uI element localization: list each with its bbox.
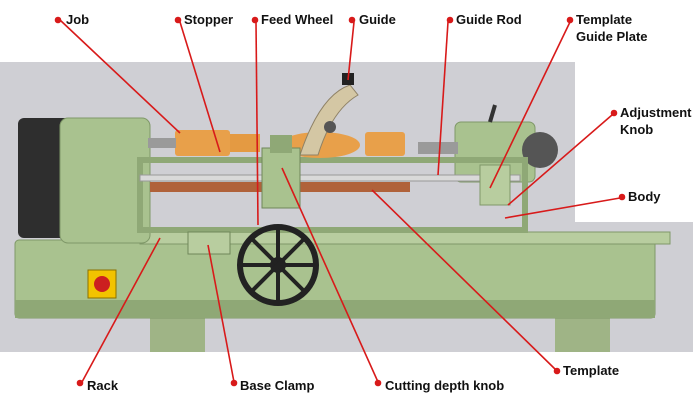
leader-dot [374,379,382,387]
leader-adjustment-knob [507,114,613,206]
leader-dot [610,109,618,117]
cutter-carriage [261,147,301,209]
label-body: Body [628,189,661,204]
tailstock-wheel [522,132,558,168]
feed-wheel-spoke [249,236,307,294]
headstock-green [59,117,151,244]
labels: Job Stopper Feed Wheel Guide Guide Rod T… [66,12,692,393]
photo [0,62,693,352]
leader-dot [54,16,62,24]
label-adjustment-knob-line1: Adjustment [620,105,692,120]
power-switch-icon [87,269,117,299]
leader-dot [566,16,574,24]
leader-base-clamp [207,244,235,383]
label-feed-wheel: Feed Wheel [261,12,333,27]
label-guide-rod: Guide Rod [456,12,522,27]
leader-lines [54,16,626,387]
job-segment-1 [175,130,230,156]
template-guide-plate [479,164,511,206]
label-stopper: Stopper [184,12,233,27]
headstock-spindle [148,138,176,148]
leader-dot [174,16,182,24]
leader-dot [76,379,84,387]
cutter-post [270,135,292,153]
handwheel-icon [237,224,319,306]
label-rack: Rack [87,378,119,393]
label-template-guide-plate-line2: Guide Plate [576,29,648,44]
job-segment-2 [230,134,260,152]
leader-cutting-depth-knob [281,167,379,383]
leader-template-guide-plate [489,21,571,189]
guide-roller [324,121,336,133]
switch-button [94,276,110,292]
label-base-clamp: Base Clamp [240,378,314,393]
leader-rack [81,237,161,383]
leader-dot [553,367,561,375]
leader-guide-rod [437,21,449,176]
photo-cutout-top-right [575,62,693,222]
leader-guide [347,21,355,81]
job-segment-4 [365,132,405,156]
leader-body [504,197,621,219]
guide-rod-bar [139,174,521,182]
tailstock-lever [488,104,497,123]
guide-arm [299,84,359,156]
label-template-guide-plate-line1: Template [576,12,632,27]
label-template: Template [563,363,619,378]
leader-template [371,189,557,371]
leader-dot [618,193,626,201]
leader-dot [251,16,259,24]
leader-dot [348,16,356,24]
carriage-frame [137,157,528,233]
label-guide: Guide [359,12,396,27]
leader-dot [230,379,238,387]
label-job: Job [66,12,89,27]
label-adjustment-knob-line2: Knob [620,122,653,137]
leader-stopper [179,21,221,153]
headstock-black [18,118,70,238]
label-cutting-depth-knob: Cutting depth knob [385,378,504,393]
leader-job [59,19,181,134]
base-shadow [15,300,655,318]
leader-feed-wheel [255,21,259,226]
leader-dot [446,16,454,24]
tailstock-spindle [418,142,458,154]
